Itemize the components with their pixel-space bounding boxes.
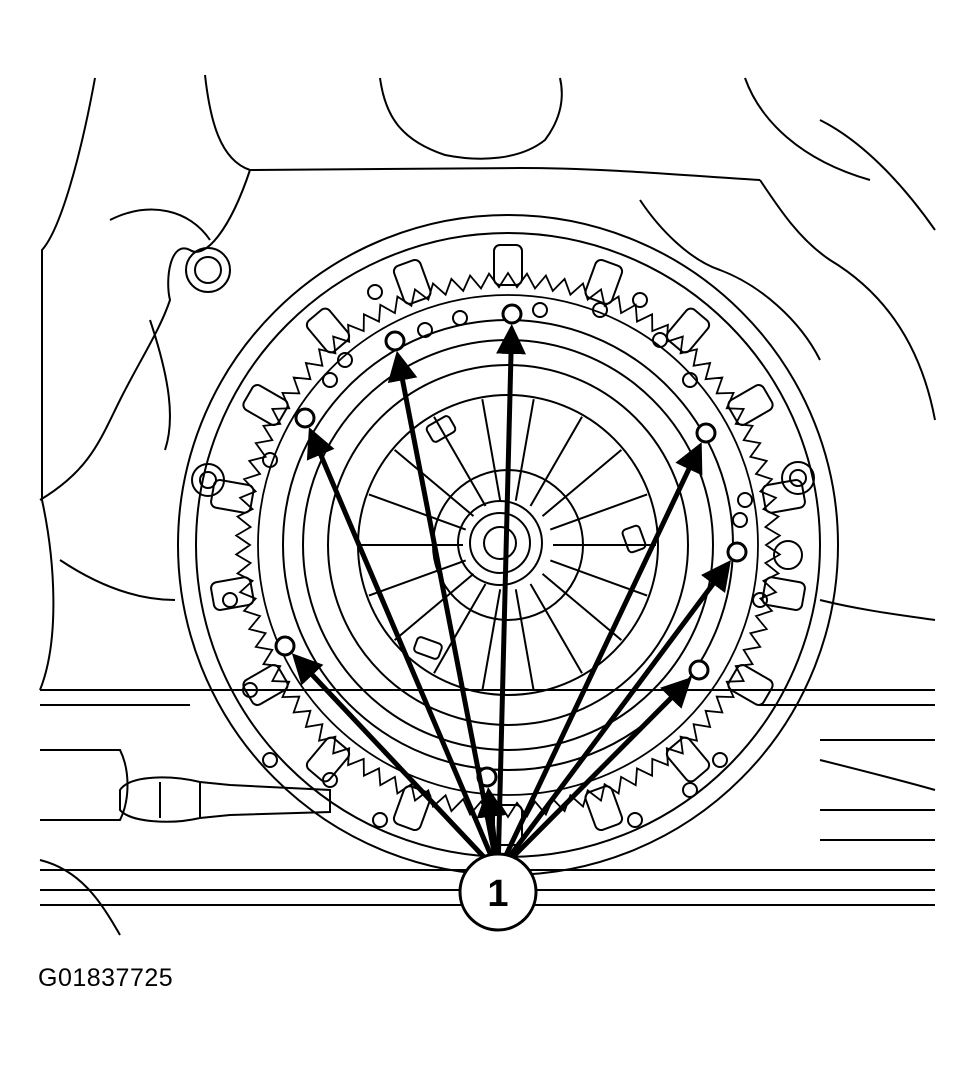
plate-hole xyxy=(452,310,468,326)
callout-arrow xyxy=(495,559,731,874)
diaphragm-finger xyxy=(433,416,487,507)
plate-hole xyxy=(732,512,748,528)
plate-hole xyxy=(632,292,648,308)
diaphragm-finger xyxy=(514,589,535,691)
callout-arrow xyxy=(291,653,500,874)
figure-id: G01837725 xyxy=(38,964,174,992)
housing-slot xyxy=(727,384,774,426)
diaphragm-finger xyxy=(529,416,583,507)
diaphragm-finger xyxy=(529,583,583,674)
plate-hole xyxy=(222,592,238,608)
plate-hole xyxy=(682,372,698,388)
plate-hole xyxy=(682,782,698,798)
plate-hole xyxy=(417,322,433,338)
housing-slot xyxy=(242,664,289,706)
bolt-location xyxy=(726,541,748,563)
callout-arrow xyxy=(306,427,501,873)
plate-hole xyxy=(242,682,258,698)
bolt-locations xyxy=(274,303,748,788)
housing-slot xyxy=(665,736,711,783)
plate-hole xyxy=(322,772,338,788)
plate-hole xyxy=(712,752,728,768)
bolt-location xyxy=(501,303,523,325)
bolt-location xyxy=(274,635,296,657)
housing-slot xyxy=(242,384,289,426)
housing-slot xyxy=(584,258,624,305)
callout-arrows xyxy=(291,324,731,874)
callout-arrow xyxy=(495,442,703,874)
plate-hole xyxy=(592,302,608,318)
callout-arrow xyxy=(387,350,501,873)
diaphragm-finger xyxy=(514,399,535,501)
diaphragm-finger xyxy=(549,493,648,531)
plate-hole xyxy=(372,812,388,828)
plate-hole xyxy=(367,284,383,300)
housing-slot xyxy=(761,479,806,514)
diaphragm-finger xyxy=(393,449,475,517)
housing-slot xyxy=(727,664,774,706)
plate-hole xyxy=(532,302,548,318)
diaphragm-finger xyxy=(541,449,623,517)
plate-hole xyxy=(737,492,753,508)
bolt-location xyxy=(695,422,717,444)
plate-hole xyxy=(337,352,353,368)
diaphragm-finger xyxy=(481,399,502,501)
plate-hole xyxy=(262,452,278,468)
plate-hole xyxy=(262,752,278,768)
bolt-location xyxy=(294,407,316,429)
housing-slot xyxy=(761,576,806,611)
plate-hole xyxy=(752,592,768,608)
diaphragm-finger xyxy=(481,589,502,691)
housing-slot xyxy=(210,479,255,514)
diaphragm-finger xyxy=(368,559,467,597)
flywheel-ring-gear xyxy=(234,271,782,819)
diaphragm-finger xyxy=(393,573,475,641)
callout-bubble: 1 xyxy=(458,852,538,932)
diaphragm-finger xyxy=(433,583,487,674)
housing-slot xyxy=(392,258,432,305)
plate-hole xyxy=(322,372,338,388)
housing-slot xyxy=(584,785,624,832)
bolt-location xyxy=(688,659,710,681)
plate-hole xyxy=(652,332,668,348)
housing-slot xyxy=(210,576,255,611)
housing-slot xyxy=(305,307,351,354)
diaphragm-finger xyxy=(541,573,623,641)
callout-arrow xyxy=(496,677,692,874)
housing-slot xyxy=(493,244,523,286)
housing-slot xyxy=(305,736,351,783)
housing-slot xyxy=(665,307,711,354)
plate-hole xyxy=(627,812,643,828)
bolt-location xyxy=(384,330,406,352)
plate-holes xyxy=(222,284,768,828)
callout-arrow xyxy=(495,324,526,873)
callout-label: 1 xyxy=(487,873,508,915)
diaphragm-finger xyxy=(368,493,467,531)
